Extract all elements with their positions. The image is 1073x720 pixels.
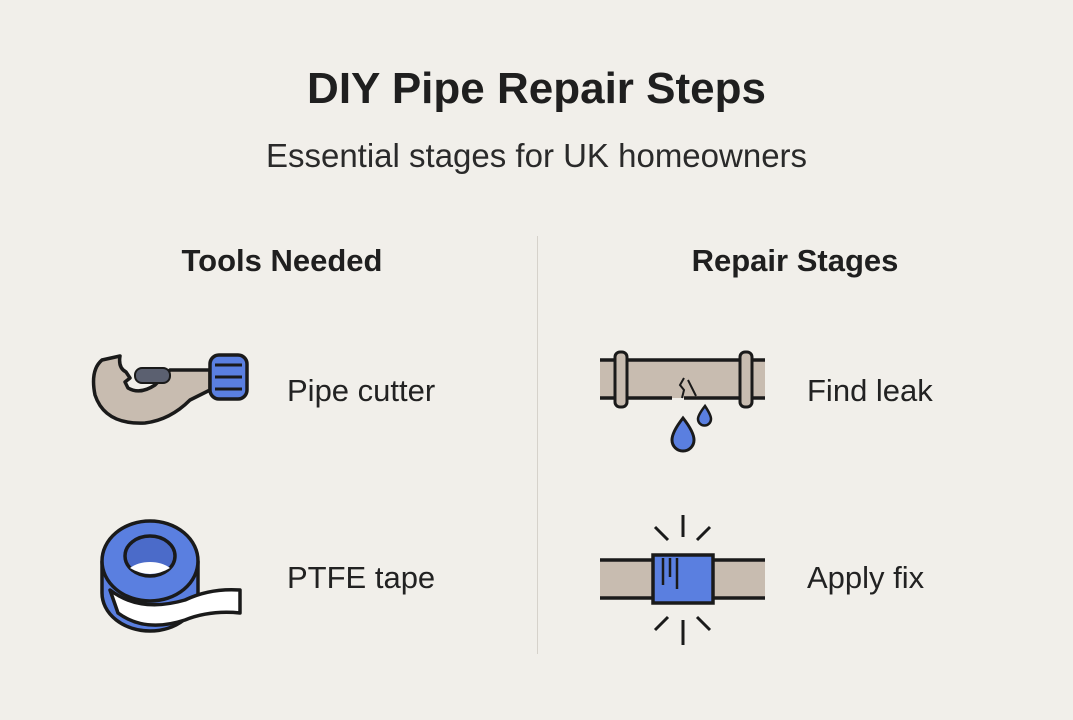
column-divider <box>537 236 538 654</box>
find-leak-label: Find leak <box>807 373 933 408</box>
apply-fix-label: Apply fix <box>807 560 925 595</box>
ptfe-tape-icon <box>100 519 242 633</box>
ptfe-tape-label: PTFE tape <box>287 560 436 595</box>
tools-heading: Tools Needed <box>181 243 383 278</box>
leaking-pipe-icon <box>600 350 765 453</box>
stages-heading: Repair Stages <box>691 243 899 278</box>
pipe-cutter-label: Pipe cutter <box>287 373 436 408</box>
page-subtitle: Essential stages for UK homeowners <box>265 137 808 174</box>
pipe-cutter-icon <box>91 353 249 425</box>
pipe-repair-icon <box>600 515 765 645</box>
page-title: DIY Pipe Repair Steps <box>307 64 766 113</box>
